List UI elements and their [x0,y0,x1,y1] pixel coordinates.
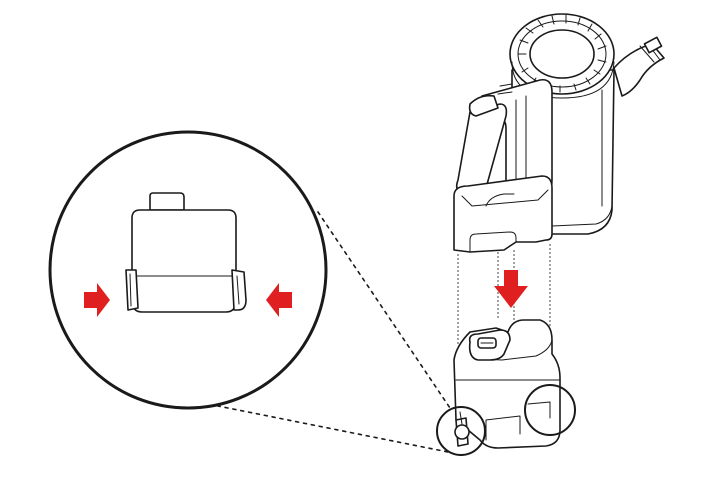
zoom-callout [48,130,451,453]
right-latch [231,269,247,311]
magnified-battery [125,192,247,313]
insert-down-arrow-icon [494,270,528,308]
battery-pack [453,319,561,449]
left-latch [125,269,139,311]
press-arrow-right-icon [266,283,292,317]
magnified-battery-body [131,209,237,313]
callout-leader-top [317,211,451,409]
latch-detail-circle-left [436,406,486,456]
handle-button [468,94,499,117]
latch-detail-circle-right [524,384,576,436]
magnified-battery-tab [149,192,185,211]
vacuum-main-unit [453,13,665,253]
battery-receiver-slot [453,175,553,253]
latch-detail-left [454,411,470,447]
press-arrow-left-icon [84,283,110,317]
callout-leader-bottom [177,397,449,453]
vacuum-nozzle-stub [613,43,665,97]
